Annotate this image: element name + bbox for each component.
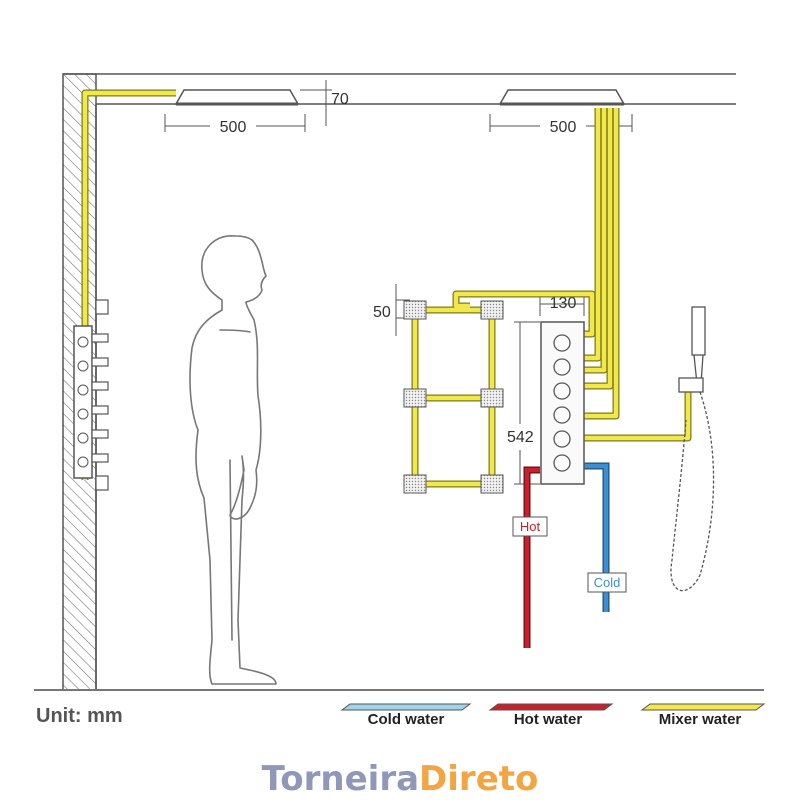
dimension-valve-height: 542 xyxy=(507,429,534,446)
body-jet xyxy=(403,388,427,408)
hot-label: Hot xyxy=(520,519,541,534)
legend-swatch-hot xyxy=(488,703,614,711)
cold-label: Cold xyxy=(594,575,621,590)
right-rain-shower-head xyxy=(498,89,626,106)
brand-logo: TorneiraDireto xyxy=(262,759,539,799)
body-jet xyxy=(480,300,504,320)
valve-knob xyxy=(553,430,571,448)
cold-water-pipe xyxy=(584,462,610,612)
dimension-left-head-width: 500 xyxy=(220,119,247,136)
legend-swatch-mixer xyxy=(640,703,766,711)
legend-label-cold: Cold water xyxy=(368,711,445,728)
body-jet xyxy=(403,474,427,494)
cold-label-box xyxy=(587,572,627,593)
legend-label-hot: Hot water xyxy=(514,711,583,728)
valve-knob xyxy=(553,334,571,352)
body-jet xyxy=(480,388,504,408)
legend-swatch-cold xyxy=(340,703,472,711)
body-jet xyxy=(403,300,427,320)
dimension-right-head-width: 500 xyxy=(550,119,577,136)
hand-shower xyxy=(670,306,715,592)
unit-label: Unit: mm xyxy=(36,705,123,727)
valve-knob xyxy=(553,358,571,376)
wall xyxy=(62,73,736,691)
body-jets xyxy=(403,300,504,494)
brand-part1: Torneira xyxy=(262,759,419,799)
left-rain-shower-head xyxy=(174,89,300,106)
body-jet xyxy=(480,474,504,494)
valve-knob xyxy=(553,454,571,472)
dimension-ceiling-gap: 70 xyxy=(331,91,349,108)
brand-part2: Direto xyxy=(419,759,538,799)
hot-water-pipe xyxy=(523,466,540,648)
valve-knob xyxy=(553,406,571,424)
dimension-jet-spacing: 50 xyxy=(373,304,391,321)
wall-shower-panel xyxy=(73,299,109,491)
mixer-water-pipes xyxy=(81,89,692,488)
legend-label-mixer: Mixer water xyxy=(659,711,742,728)
legend: Cold water Hot water Mixer water xyxy=(340,703,766,728)
hot-label-box xyxy=(512,516,548,537)
dimension-valve-width: 130 xyxy=(550,295,577,312)
human-figure xyxy=(189,235,277,685)
valve-knob xyxy=(553,382,571,400)
thermostatic-valve-panel xyxy=(540,321,585,485)
